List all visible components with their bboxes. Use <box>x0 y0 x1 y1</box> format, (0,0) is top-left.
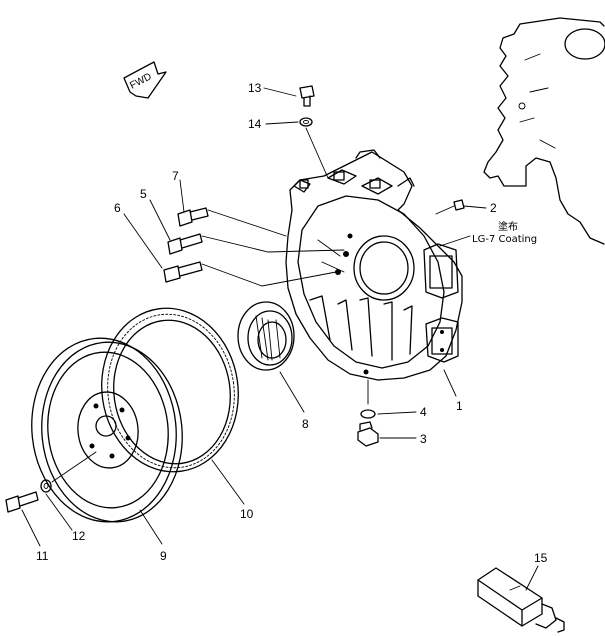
flywheel <box>31 337 183 523</box>
callout-4: 4 <box>420 405 427 419</box>
ring-gear <box>101 307 239 473</box>
callout-numbers: 13 14 7 5 6 2 1 4 3 8 10 9 12 11 15 <box>36 81 548 565</box>
forward-arrow-marker: FWD <box>123 61 167 99</box>
oil-seal <box>237 301 295 371</box>
flywheel-bolt-and-washer <box>5 451 97 513</box>
coating-note-jp: 塗布 <box>498 220 518 233</box>
dowel-pin <box>435 199 465 215</box>
top-bolt-and-washer <box>299 85 329 179</box>
flywheel-housing <box>285 149 463 381</box>
callout-6: 6 <box>114 201 121 215</box>
callout-10: 10 <box>240 507 254 521</box>
callout-3: 3 <box>420 432 427 446</box>
drain-plug-and-o-ring <box>357 379 379 447</box>
callout-11: 11 <box>36 549 49 563</box>
coating-note-en: LG-7 Coating <box>472 234 537 245</box>
special-tool <box>477 567 565 633</box>
callout-12: 12 <box>72 529 86 543</box>
housing-bolts <box>163 207 345 287</box>
callout-15: 15 <box>534 551 548 565</box>
callout-14: 14 <box>248 117 262 131</box>
coating-note: 塗布 LG-7 Coating <box>472 220 537 245</box>
callout-2: 2 <box>490 201 497 215</box>
callout-1: 1 <box>456 399 463 413</box>
callout-9: 9 <box>160 549 167 563</box>
callout-8: 8 <box>302 417 309 431</box>
callout-13: 13 <box>248 81 262 95</box>
leader-lines <box>21 87 539 591</box>
engine-block <box>483 17 605 245</box>
callout-5: 5 <box>140 187 147 201</box>
callout-7: 7 <box>172 169 179 183</box>
